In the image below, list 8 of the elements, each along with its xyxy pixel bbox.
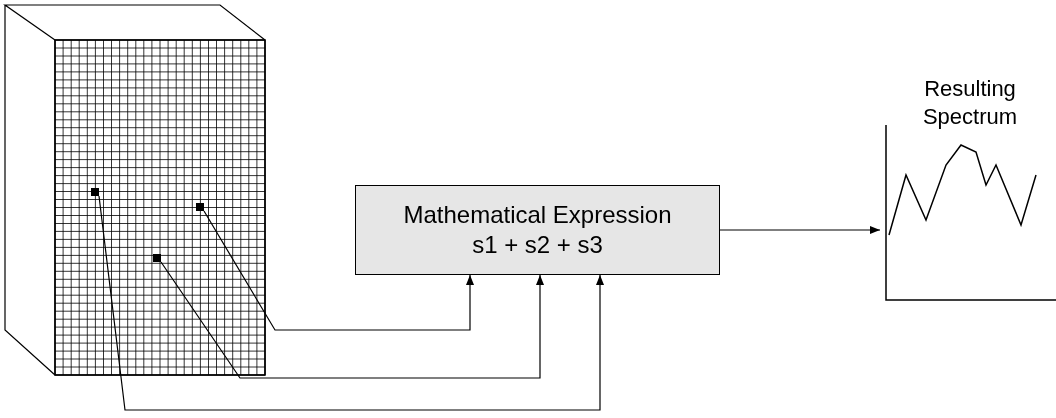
arrow <box>98 195 604 411</box>
arrow <box>160 261 544 379</box>
formula-text: s1 + s2 + s3 <box>472 230 603 260</box>
arrow <box>203 210 474 331</box>
arrow <box>719 226 881 234</box>
chart-title: Resulting Spectrum <box>921 75 1019 131</box>
process-box <box>355 185 720 275</box>
box-title: Mathematical Expression <box>403 200 672 230</box>
